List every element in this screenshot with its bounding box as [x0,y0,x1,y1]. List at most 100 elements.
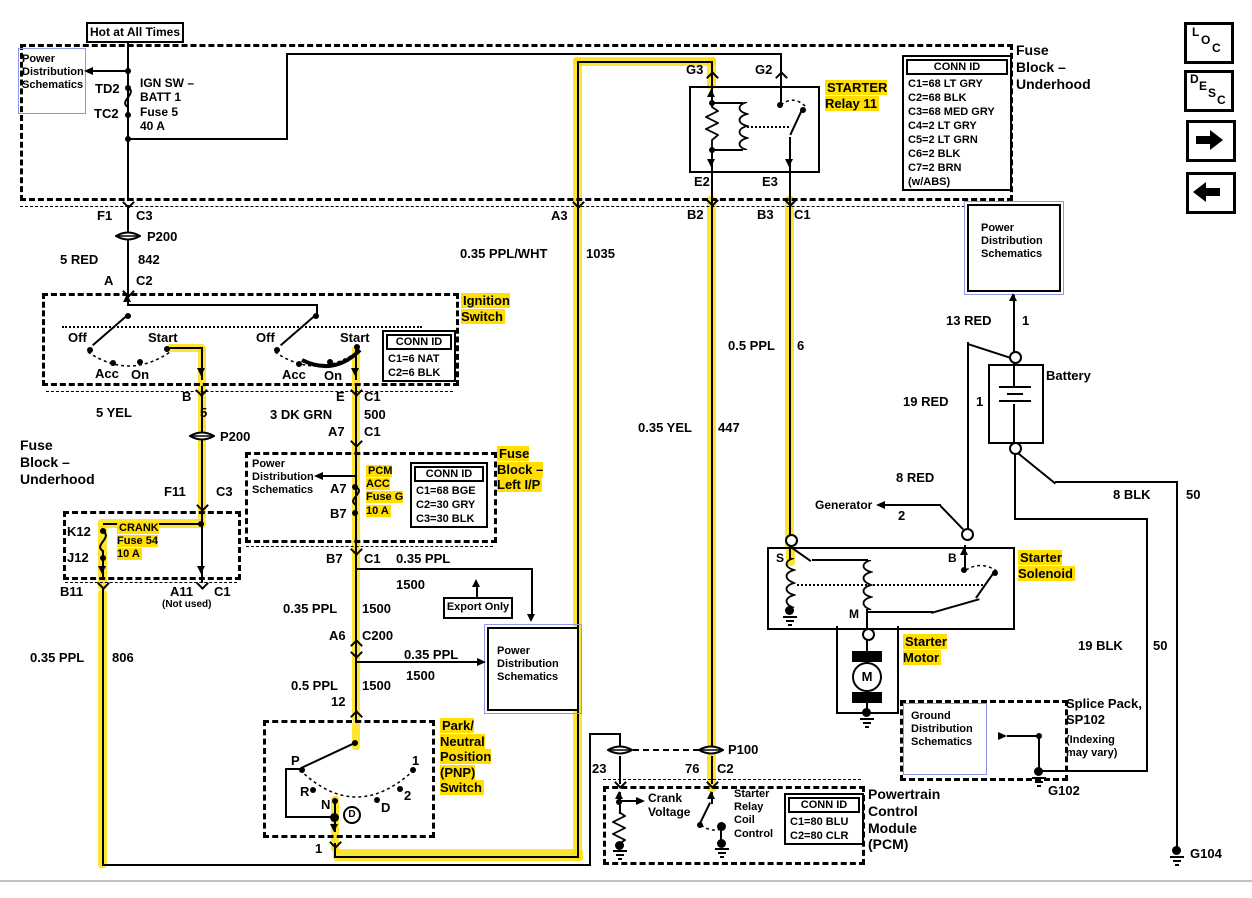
circuit-1035: 1035 [586,246,615,261]
pin-g3: G3 [686,62,704,77]
junction-dot [198,521,204,527]
contact-dot [110,360,116,366]
circuit-447: 447 [718,420,740,435]
pin-a: A [104,273,114,288]
export-only-tag: Export Only [443,597,513,619]
wire [476,586,478,598]
switch-arc [700,824,726,831]
wire [1041,770,1148,772]
position-n: N [321,797,331,812]
circuit-1: 1 [976,394,984,409]
power-distribution-link-box[interactable] [964,201,1064,295]
contact-dot [800,107,806,113]
coil-symbol [738,102,749,150]
ground-distribution-link-label[interactable]: Ground Distribution Schematics [911,710,973,749]
pin-f1: F1 [97,208,113,223]
position-acc: Acc [95,366,119,381]
pin-a3: A3 [551,208,568,223]
wire [90,70,128,72]
junction-dot [616,799,622,805]
junction-dot [125,68,131,74]
power-distribution-link-label[interactable]: Power Distribution Schematics [22,53,84,92]
loc-button[interactable]: L O C [1184,22,1234,64]
wire [619,733,621,746]
conn-id-row: C3=68 MED GRY [908,106,995,118]
junction-dot [125,85,131,91]
circuit-842: 842 [138,252,160,267]
coil-symbol [785,558,796,608]
wire [619,756,621,784]
pin-b11: B11 [60,584,84,599]
conn-id-title: CONN ID [386,334,452,350]
arrow-up-icon [707,791,715,799]
pivot-dot [313,313,319,319]
power-distribution-link-label[interactable]: Power Distribution Schematics [252,458,314,497]
wire-19blk: 19 BLK [1078,638,1123,653]
wire [102,864,591,866]
splice-pack-label: Splice Pack, SP102 [1066,696,1142,727]
ground-icon [860,718,874,728]
next-page-button[interactable] [1186,120,1236,162]
desc-button[interactable]: D E S C [1184,70,1234,112]
wire-13red: 13 RED [946,313,992,328]
pin-12: 12 [331,694,346,709]
power-distribution-link-label[interactable]: Power Distribution Schematics [981,222,1043,261]
power-distribution-link[interactable] [18,48,86,114]
pin-e: E [336,389,345,404]
wire [1016,452,1057,485]
prev-page-button[interactable] [1186,172,1236,214]
wire-035ppl: 0.35 PPL [30,650,85,665]
pin-b7: B7 [326,551,343,566]
wire-035ppl: 0.35 PPL [283,601,338,616]
arrow-left-icon [876,501,885,509]
hot-at-all-times-tag: Hot at All Times [86,22,184,43]
circuit-1500: 1500 [396,577,425,592]
pin-j12: J12 [67,550,89,565]
starter-solenoid-outline [767,547,1015,630]
contact-arc [87,351,171,367]
power-distribution-link-box[interactable] [484,624,582,714]
p200-label: P200 [220,429,251,444]
motor-brush-cap [852,651,882,662]
wire [589,733,620,735]
contact-dot [410,767,416,773]
fuse-symbol [352,487,360,514]
ground-g102-label: G102 [1048,783,1080,798]
arrow-up-icon [123,294,131,302]
ground-icon [1032,777,1046,787]
desc-letter: E [1199,79,1208,93]
wire [780,53,782,104]
power-distribution-link-label[interactable]: Power Distribution Schematics [497,645,559,684]
arrow-right-icon [636,797,645,805]
conn-c1: C1 [364,389,381,404]
conn-c1: C1 [794,207,811,222]
wire [1146,518,1148,772]
wire-8red: 8 RED [896,470,935,485]
wire [355,661,477,663]
conn-id-row: C2=80 CLR [790,830,849,842]
pin-g2: G2 [755,62,773,77]
contact-dot [164,346,170,352]
splice-pack-outline [900,700,1068,781]
pin-76: 76 [685,761,700,776]
conn-id-row: C1=68 LT GRY [908,78,983,90]
conn-id-ignition: CONN ID C1=6 NAT C2=6 BLK [382,330,456,382]
splice-pack-note: (Indexing may vary) [1066,734,1118,760]
wire-5red: 5 RED [60,252,99,267]
circuit-1500: 1500 [362,678,391,693]
conn-id-row: C4=2 LT GRY [908,120,977,132]
arrow-down-icon [351,368,359,376]
position-d: D [381,800,391,815]
connector-face-line [246,546,493,547]
ground-distribution-link[interactable] [903,703,987,775]
pin-e3: E3 [762,174,778,189]
ground-dot [1034,767,1043,776]
wire [1013,360,1015,386]
pin-23: 23 [592,761,607,776]
wire [964,545,966,570]
wire [531,568,533,618]
wire [355,386,357,722]
contact-dot [332,798,338,804]
position-1: 1 [412,753,420,768]
contact-dot [296,361,302,367]
